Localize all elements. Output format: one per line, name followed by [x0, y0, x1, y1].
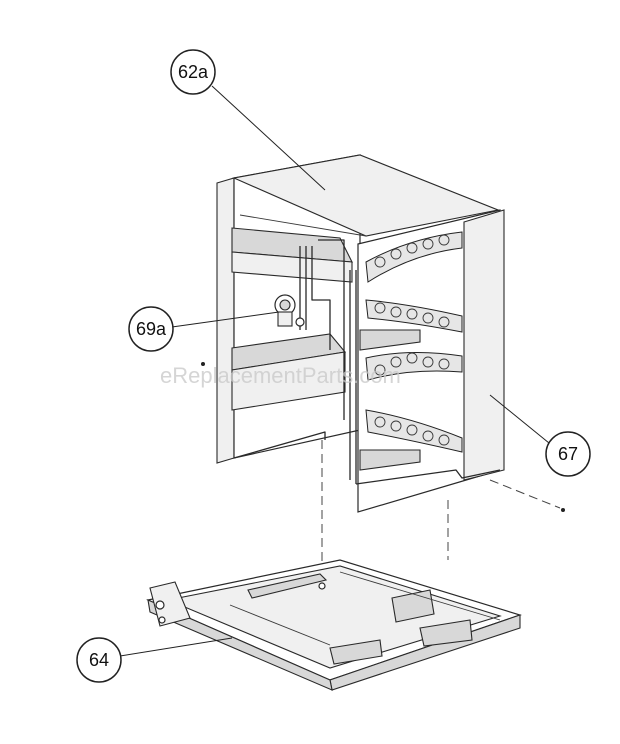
callout-62a-label: 62a	[178, 62, 209, 82]
callout-62a: 62a	[170, 49, 326, 191]
callout-67: 67	[489, 394, 591, 477]
screw-icon	[201, 362, 205, 366]
assembly-guide-lines	[321, 440, 561, 585]
heat-exchanger-coils	[359, 231, 463, 471]
callout-67-label: 67	[558, 444, 578, 464]
callout-69a: 69a	[128, 306, 280, 352]
gas-valve-icon	[274, 294, 305, 327]
callout-69a-label: 69a	[136, 319, 167, 339]
callout-64: 64	[76, 637, 233, 683]
watermark: eReplacementParts.com	[160, 363, 401, 388]
screw-icon	[561, 508, 565, 512]
drain-pan	[146, 559, 522, 691]
heat-exchanger-assembly	[201, 154, 505, 513]
callout-64-label: 64	[89, 650, 109, 670]
